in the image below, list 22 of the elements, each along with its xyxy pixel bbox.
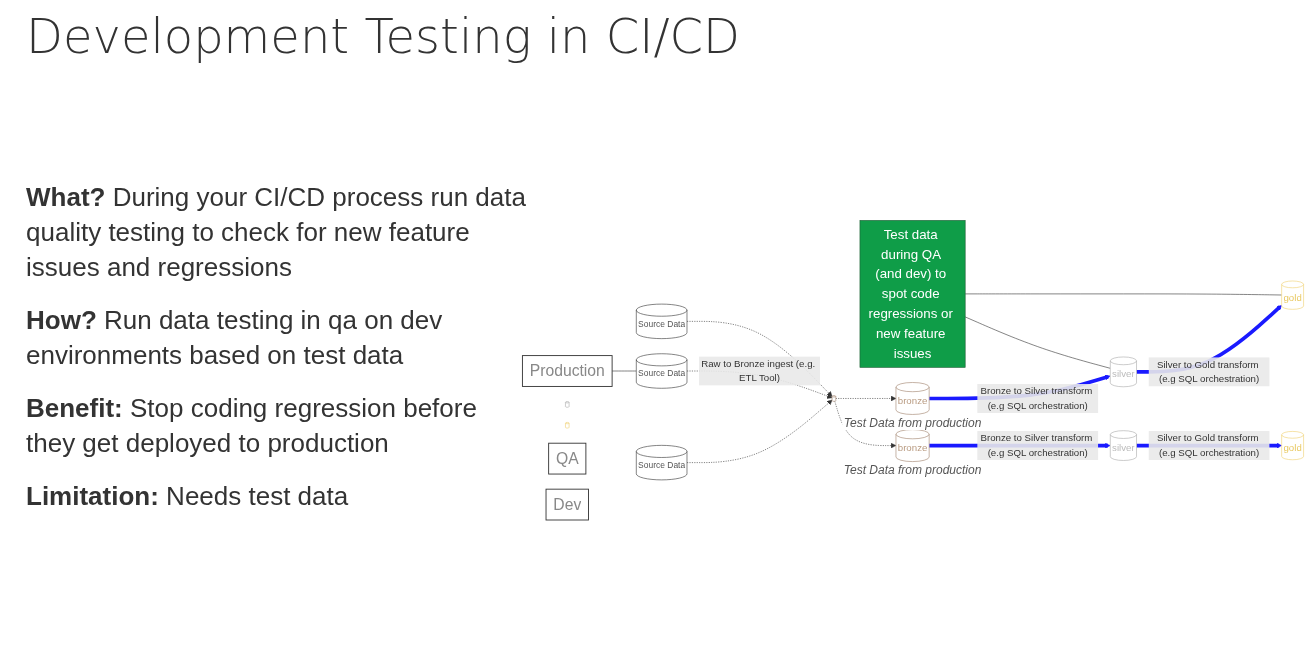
connector	[964, 293, 1282, 296]
node-box: QA	[548, 442, 587, 475]
node-box: Dev	[545, 488, 589, 521]
node-cylinder	[565, 401, 570, 408]
edge-label: Silver to Gold transform (e.g SQL orchestration)	[1156, 432, 1260, 458]
bullet-paragraph: How? Run data testing in qa on dev environments based on test data	[26, 304, 444, 372]
connector	[611, 370, 637, 372]
bullet-paragraph: Benefit: Stop coding regression before they get deployed to production	[26, 392, 478, 460]
slide-title: Development Testing in CI/CD	[26, 8, 741, 64]
edge-label: Silver to Gold transform (e.g SQL orchestration)	[1156, 358, 1260, 384]
node-cylinder	[831, 395, 837, 402]
edge-label: Raw to Bronze ingest (e.g. ETL Tool)	[701, 358, 816, 383]
node-cylinder	[565, 421, 570, 429]
bullet-paragraph: What? During your CI/CD process run data quality testing to check for new feature issues and regressions	[26, 181, 526, 284]
node-caption: Test Data from production	[841, 463, 984, 478]
node-box: Test data during QA (and dev) to spot code regressions or new feature issues	[859, 219, 966, 368]
edge-label: Bronze to Silver transform (e.g SQL orchestration)	[980, 432, 1093, 458]
edge-label: Bronze to Silver transform (e.g SQL orchestration)	[980, 385, 1093, 411]
connector	[964, 316, 1111, 369]
node-box: Production	[521, 354, 613, 387]
node-caption: Test Data from production	[841, 416, 984, 431]
bullet-paragraph: Limitation: Needs test data	[26, 480, 350, 513]
